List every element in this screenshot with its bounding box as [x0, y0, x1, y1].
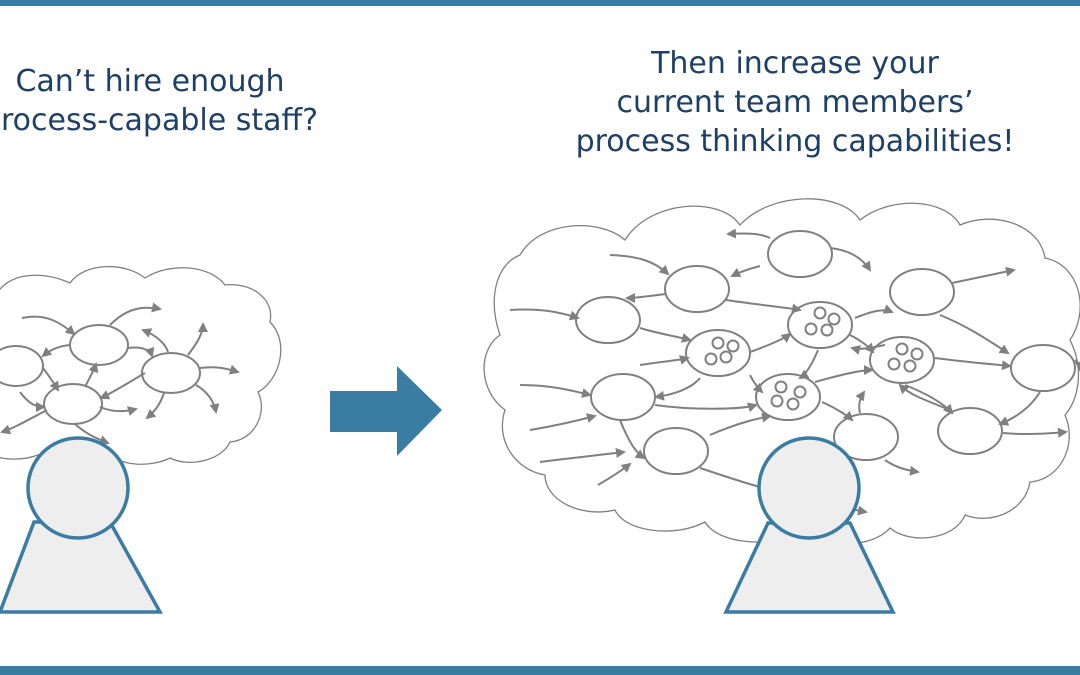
small-node — [69, 324, 129, 366]
large-node — [664, 265, 730, 313]
subprocess-node — [755, 373, 821, 421]
large-node — [767, 230, 833, 278]
question-heading: Can’t hire enough process-capable staff? — [0, 62, 360, 140]
large-node — [575, 296, 641, 344]
person-icon — [723, 436, 896, 614]
large-node — [833, 413, 899, 461]
person-icon — [0, 436, 163, 614]
large-node — [937, 407, 1003, 455]
question-line-1: Can’t hire enough — [15, 64, 285, 99]
answer-line-1: Then increase your — [651, 46, 939, 81]
small-network — [0, 302, 240, 445]
large-node — [889, 268, 955, 316]
answer-line-3: process thinking capabilities! — [575, 124, 1015, 159]
large-node — [590, 373, 656, 421]
large-network — [509, 228, 1080, 516]
small-node — [43, 383, 103, 425]
subprocess-node — [685, 329, 751, 377]
right-arrow-icon — [330, 366, 442, 456]
subprocess-node — [869, 336, 935, 384]
question-line-2: process-capable staff? — [0, 103, 319, 138]
answer-heading: Then increase your current team members’… — [520, 44, 1070, 161]
small-node — [0, 345, 44, 387]
top-border — [0, 0, 1080, 6]
small-node — [141, 352, 201, 394]
large-node — [1010, 344, 1076, 392]
subprocess-node — [787, 301, 853, 349]
bottom-border — [0, 666, 1080, 675]
answer-line-2: current team members’ — [616, 85, 974, 120]
large-node — [643, 427, 709, 475]
